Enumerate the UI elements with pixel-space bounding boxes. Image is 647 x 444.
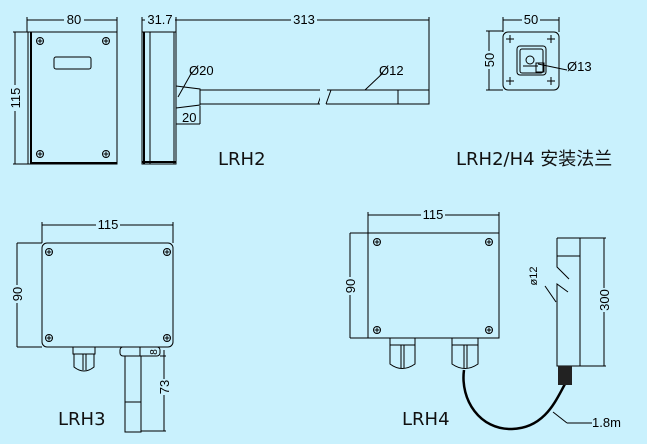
flange-dim-height: 50 — [482, 53, 497, 67]
lrh2-side-view: 31.7 313 Ø20 20 Ø12 LRH2 — [141, 12, 430, 170]
screw-icon — [163, 334, 171, 342]
cable — [462, 369, 567, 431]
flange-label: LRH2/H4 安装法兰 — [456, 149, 612, 170]
dim-probe-length: 313 — [293, 12, 315, 27]
screw-icon — [36, 150, 44, 158]
screw-hole-icon — [505, 76, 515, 86]
lrh4-dim-probe-length: 300 — [597, 289, 612, 311]
screw-icon — [102, 150, 110, 158]
dim-height: 115 — [8, 88, 23, 109]
lrh3-dim-width: 115 — [98, 217, 119, 232]
screw-hole-icon — [546, 34, 556, 44]
lrh4-dim-height: 90 — [343, 279, 358, 293]
screw-icon — [102, 37, 110, 45]
lrh4-dim-cable: 1.8m — [592, 415, 621, 430]
dim-width: 80 — [67, 12, 81, 27]
cable-gland-icon — [451, 337, 479, 369]
probe-connector — [558, 366, 572, 385]
screw-icon — [373, 326, 381, 334]
dim-gland-dia: Ø20 — [189, 63, 214, 78]
lrh4-dim-width: 115 — [423, 207, 444, 222]
lrh2-label: LRH2 — [218, 149, 266, 170]
lrh3-view: 115 90 8 73 LRH3 — [10, 217, 174, 433]
cable-gland-icon — [72, 346, 96, 372]
screw-icon — [45, 248, 53, 256]
dim-probe-dia: Ø12 — [379, 63, 404, 78]
dim-depth: 31.7 — [147, 12, 172, 27]
screw-hole-icon — [546, 76, 556, 86]
flange-view: 50 50 Ø13 LRH2/H4 安装法兰 — [456, 12, 612, 170]
screw-icon — [485, 326, 493, 334]
cable-gland-icon — [389, 337, 416, 369]
screw-icon — [45, 334, 53, 342]
lrh4-label: LRH4 — [402, 409, 450, 430]
lrh3-dim-height: 90 — [10, 287, 25, 301]
lrh4-dim-probe-dia: ø12 — [528, 267, 540, 286]
flange-dim-width: 50 — [524, 12, 538, 27]
lrh3-dim-probe-offset: 8 — [149, 349, 160, 355]
flange-dim-hole: Ø13 — [567, 59, 592, 74]
lrh4-view: 115 90 300 ø12 1.8m LRH4 — [343, 207, 621, 431]
lrh2-front-view: 80 115 — [8, 12, 118, 165]
lrh3-label: LRH3 — [58, 409, 106, 430]
dim-gland-len: 20 — [182, 110, 196, 125]
screw-icon — [36, 37, 44, 45]
screw-hole-icon — [505, 34, 515, 44]
screw-icon — [485, 238, 493, 246]
screw-icon — [163, 248, 171, 256]
screw-icon — [373, 238, 381, 246]
lrh3-dim-probe-length: 73 — [157, 380, 172, 394]
